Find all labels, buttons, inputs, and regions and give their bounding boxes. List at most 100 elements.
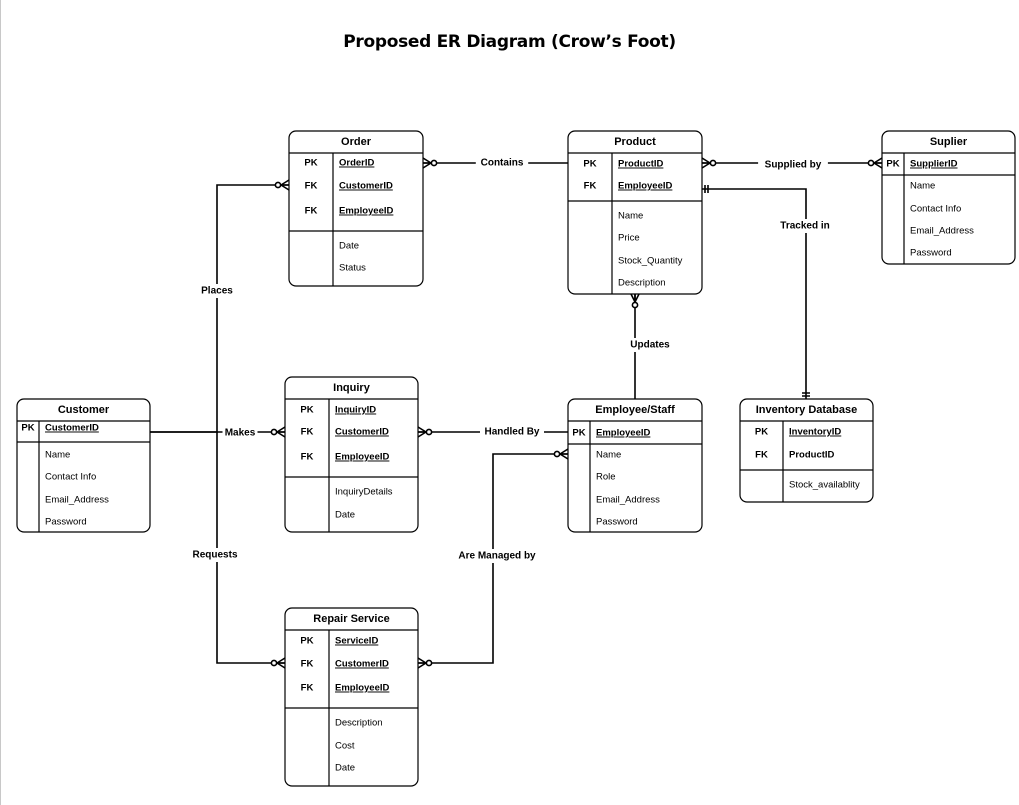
attribute: Password xyxy=(45,517,87,528)
label-bg xyxy=(758,158,828,172)
entity-box xyxy=(881,130,1016,265)
attribute: Stock_Quantity xyxy=(618,256,683,267)
label-bg xyxy=(222,426,258,440)
line-requests xyxy=(216,432,285,664)
key-tag: PK xyxy=(572,428,585,439)
crowfoot-inquiry-makes xyxy=(270,426,286,438)
key-attribute: EmployeeID xyxy=(335,683,390,694)
entity-box xyxy=(567,398,703,533)
attribute: Contact Info xyxy=(45,472,96,483)
key-tag: FK xyxy=(584,181,597,192)
label-bg xyxy=(773,219,837,233)
entity-name: Order xyxy=(341,136,372,148)
entity-name: Inquiry xyxy=(333,382,371,394)
key-attribute: CustomerID xyxy=(335,427,389,438)
crowfoot-repair-managed xyxy=(417,657,433,669)
key-tag: FK xyxy=(305,181,318,192)
key-tag: PK xyxy=(21,423,34,434)
attribute: Password xyxy=(910,248,952,259)
bars-product-tracked xyxy=(704,185,709,193)
relationship-label-supplied-by: Supplied by xyxy=(765,160,822,171)
attribute: Email_Address xyxy=(596,495,660,506)
crowfoot-inquiry-handled xyxy=(417,426,433,438)
line-places xyxy=(150,184,289,433)
relationship-label-places: Places xyxy=(201,286,233,297)
crowfoot-supplier-supplied xyxy=(867,157,883,169)
crowfoot-order-places xyxy=(274,179,290,191)
key-attribute: OrderID xyxy=(339,158,375,169)
relationship-label-tracked-in: Tracked in xyxy=(780,221,829,232)
key-attribute: InquiryID xyxy=(335,405,376,416)
entity-box xyxy=(739,398,874,503)
attribute: Status xyxy=(339,263,366,274)
attribute: Name xyxy=(596,450,621,461)
relationship-label-makes: Makes xyxy=(225,428,256,439)
key-attribute: CustomerID xyxy=(45,423,99,434)
label-bg xyxy=(453,549,541,563)
label-bg xyxy=(188,548,242,562)
attribute: Description xyxy=(618,278,666,289)
attribute: Date xyxy=(339,241,359,252)
crowfoot-product-updates xyxy=(630,293,640,309)
key-tag: FK xyxy=(755,450,768,461)
key-attribute: EmployeeID xyxy=(339,206,394,217)
crowfoot-employee-managed xyxy=(553,448,569,460)
attribute: Name xyxy=(45,450,70,461)
entity-name: Employee/Staff xyxy=(595,404,675,416)
attribute: Stock_availablity xyxy=(789,480,860,491)
crowfoot-order-contains xyxy=(422,157,438,169)
label-bg xyxy=(196,284,238,298)
bars-inventory-tracked xyxy=(802,392,810,397)
attribute: Cost xyxy=(335,741,355,752)
relationship-label-requests: Requests xyxy=(192,550,237,561)
entity-name: Customer xyxy=(58,404,110,416)
key-tag: PK xyxy=(583,159,596,170)
key-tag: FK xyxy=(301,659,314,670)
key-attribute: EmployeeID xyxy=(618,181,673,192)
relationship-label-contains: Contains xyxy=(481,158,524,169)
key-tag: PK xyxy=(755,427,768,438)
key-attribute: EmployeeID xyxy=(596,428,651,439)
label-bg xyxy=(626,338,674,352)
key-attribute: ProductID xyxy=(618,159,664,170)
attribute: Price xyxy=(618,233,640,244)
entity-name: Product xyxy=(614,136,656,148)
attribute: InquiryDetails xyxy=(335,487,393,498)
key-tag: PK xyxy=(886,159,899,170)
attribute: Date xyxy=(335,763,355,774)
key-tag: PK xyxy=(304,158,317,169)
relationship-label-updates: Updates xyxy=(630,340,670,351)
diagram-title: Proposed ER Diagram (Crow’s Foot) xyxy=(343,32,676,52)
entity-name: Suplier xyxy=(930,136,968,148)
attribute: Description xyxy=(335,718,383,729)
key-attribute: InventoryID xyxy=(789,427,841,438)
attribute: Contact Info xyxy=(910,204,961,215)
attribute: Date xyxy=(335,510,355,521)
entity-box xyxy=(16,398,151,533)
attribute: Role xyxy=(596,472,616,483)
attribute: Email_Address xyxy=(910,226,974,237)
entity-name: Inventory Database xyxy=(756,404,857,416)
key-attribute: ProductID xyxy=(789,450,835,461)
entity-box xyxy=(288,130,424,287)
relationship-label-handled-by: Handled By xyxy=(484,427,539,438)
line-tracked-in xyxy=(702,188,807,399)
crowfoot-repair-requests xyxy=(270,657,286,669)
attribute: Name xyxy=(618,211,643,222)
attribute: Email_Address xyxy=(45,495,109,506)
key-tag: FK xyxy=(305,206,318,217)
attribute: Password xyxy=(596,517,638,528)
entity-box xyxy=(284,607,419,787)
attribute: Name xyxy=(910,181,935,192)
key-tag: FK xyxy=(301,452,314,463)
key-attribute: CustomerID xyxy=(339,181,393,192)
